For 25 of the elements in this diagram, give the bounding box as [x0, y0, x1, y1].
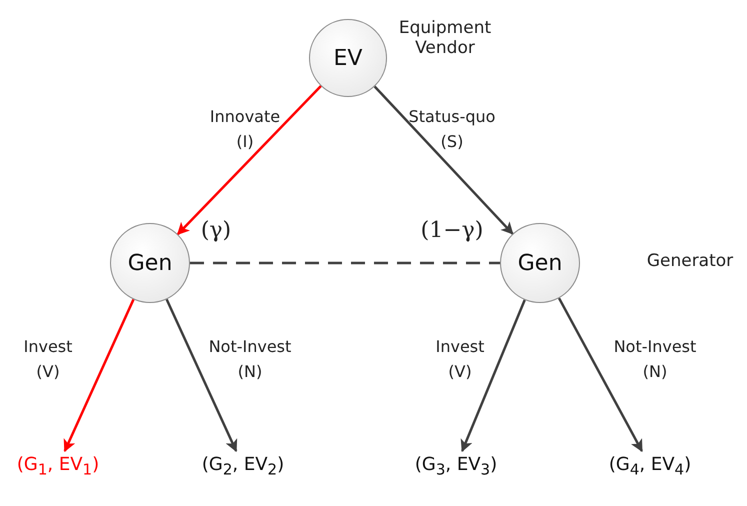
- player-label: Equipment Vendor: [398, 18, 492, 58]
- arrow: [374, 86, 514, 235]
- edge-label: Status-quo (S): [408, 106, 496, 153]
- node-label: EV: [334, 46, 362, 70]
- arrow: [460, 299, 526, 452]
- probability-label: (γ): [200, 218, 232, 243]
- arrow: [64, 298, 135, 452]
- edge-label: Innovate (I): [208, 106, 282, 153]
- tree-node-circle: [110, 223, 190, 303]
- arrow: [558, 298, 643, 452]
- edge-label: Not-Invest (N): [208, 336, 292, 383]
- probability-label: (1−γ): [420, 218, 484, 243]
- arrow: [176, 85, 322, 236]
- payoff-label: (G$_{1}$, EV$_{1}$): [16, 454, 100, 478]
- edge-label: Not-Invest (N): [612, 336, 698, 383]
- payoff-label: (G$_{4}$, EV$_{4}$): [608, 454, 692, 478]
- edge-label: Invest (V): [434, 336, 486, 383]
- node-label: Gen: [518, 250, 562, 276]
- node-label: Gen: [128, 250, 172, 276]
- edge-label: Invest (V): [22, 336, 74, 383]
- dashed-line: [190, 262, 500, 264]
- payoff-label: (G$_{2}$, EV$_{2}$): [202, 454, 284, 478]
- arrow: [166, 298, 238, 452]
- player-label: Generator: [646, 251, 734, 271]
- payoff-label: (G$_{3}$, EV$_{3}$): [414, 454, 498, 478]
